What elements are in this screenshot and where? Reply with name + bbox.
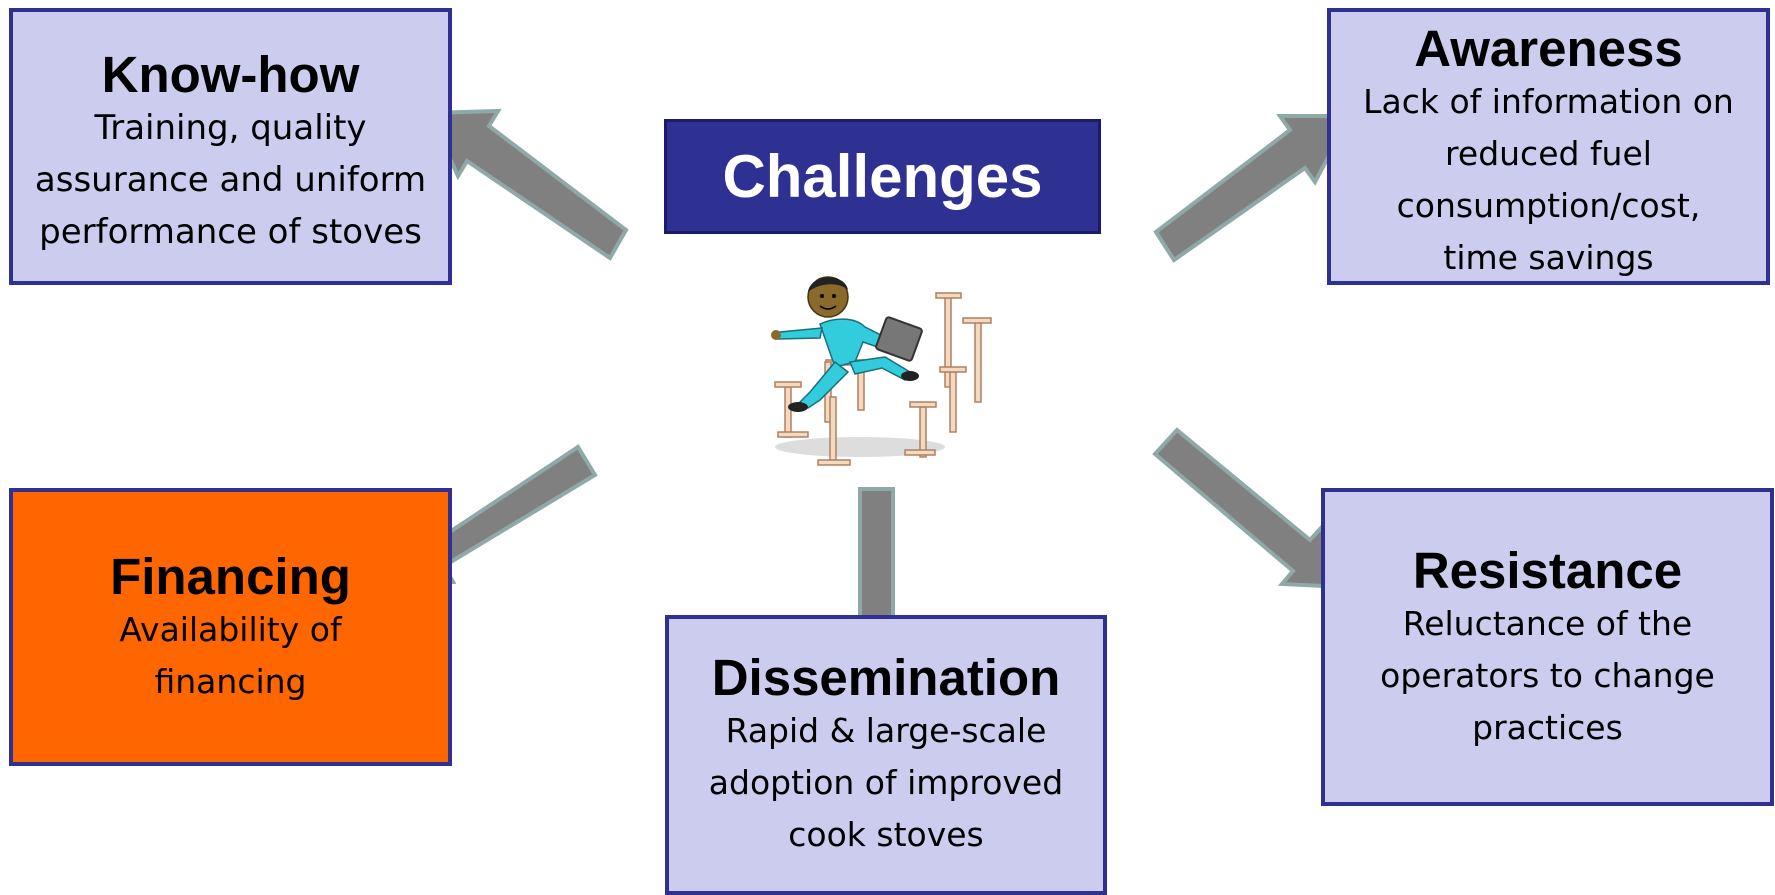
arrow-to-knowhow-icon <box>425 108 629 261</box>
box-knowhow: Know-how Training, quality assurance and… <box>9 8 452 285</box>
knowhow-line-3: performance of stoves <box>39 211 422 252</box>
knowhow-title: Know-how <box>101 46 360 103</box>
awareness-line-2: reduced fuel <box>1445 133 1652 173</box>
awareness-line-1: Lack of information on <box>1363 81 1734 121</box>
financing-line-1: Availability of <box>119 609 342 649</box>
resistance-title: Resistance <box>1412 542 1683 599</box>
awareness-line-4: time savings <box>1443 237 1654 277</box>
arrow-to-resistance-icon <box>1152 427 1347 590</box>
businessman-jumping-hurdles-icon <box>771 276 992 466</box>
resistance-line-1: Reluctance of the <box>1402 603 1693 643</box>
resistance-line-3: practices <box>1472 707 1623 747</box>
box-resistance: Resistance Reluctance of the operators t… <box>1321 488 1774 806</box>
financing-title: Financing <box>110 548 351 605</box>
knowhow-line-2: assurance and uniform <box>34 159 427 200</box>
box-dissemination: Dissemination Rapid & large-scale adopti… <box>665 615 1107 895</box>
dissemination-line-2: adoption of improved <box>708 762 1064 802</box>
dissemination-title: Dissemination <box>711 649 1061 706</box>
arrow-to-awareness-icon <box>1153 114 1354 263</box>
financing-line-2: financing <box>154 661 307 701</box>
challenges-banner: Challenges <box>664 119 1101 234</box>
resistance-line-2: operators to change <box>1380 655 1715 695</box>
awareness-title: Awareness <box>1414 20 1683 77</box>
dissemination-line-3: cook stoves <box>788 814 984 854</box>
box-financing: Financing Availability of financing <box>9 488 452 766</box>
dissemination-line-1: Rapid & large-scale <box>725 710 1047 750</box>
challenges-title: Challenges <box>722 143 1043 210</box>
knowhow-line-1: Training, quality <box>94 107 367 148</box>
awareness-line-3: consumption/cost, <box>1396 185 1701 225</box>
box-awareness: Awareness Lack of information on reduced… <box>1327 8 1770 285</box>
